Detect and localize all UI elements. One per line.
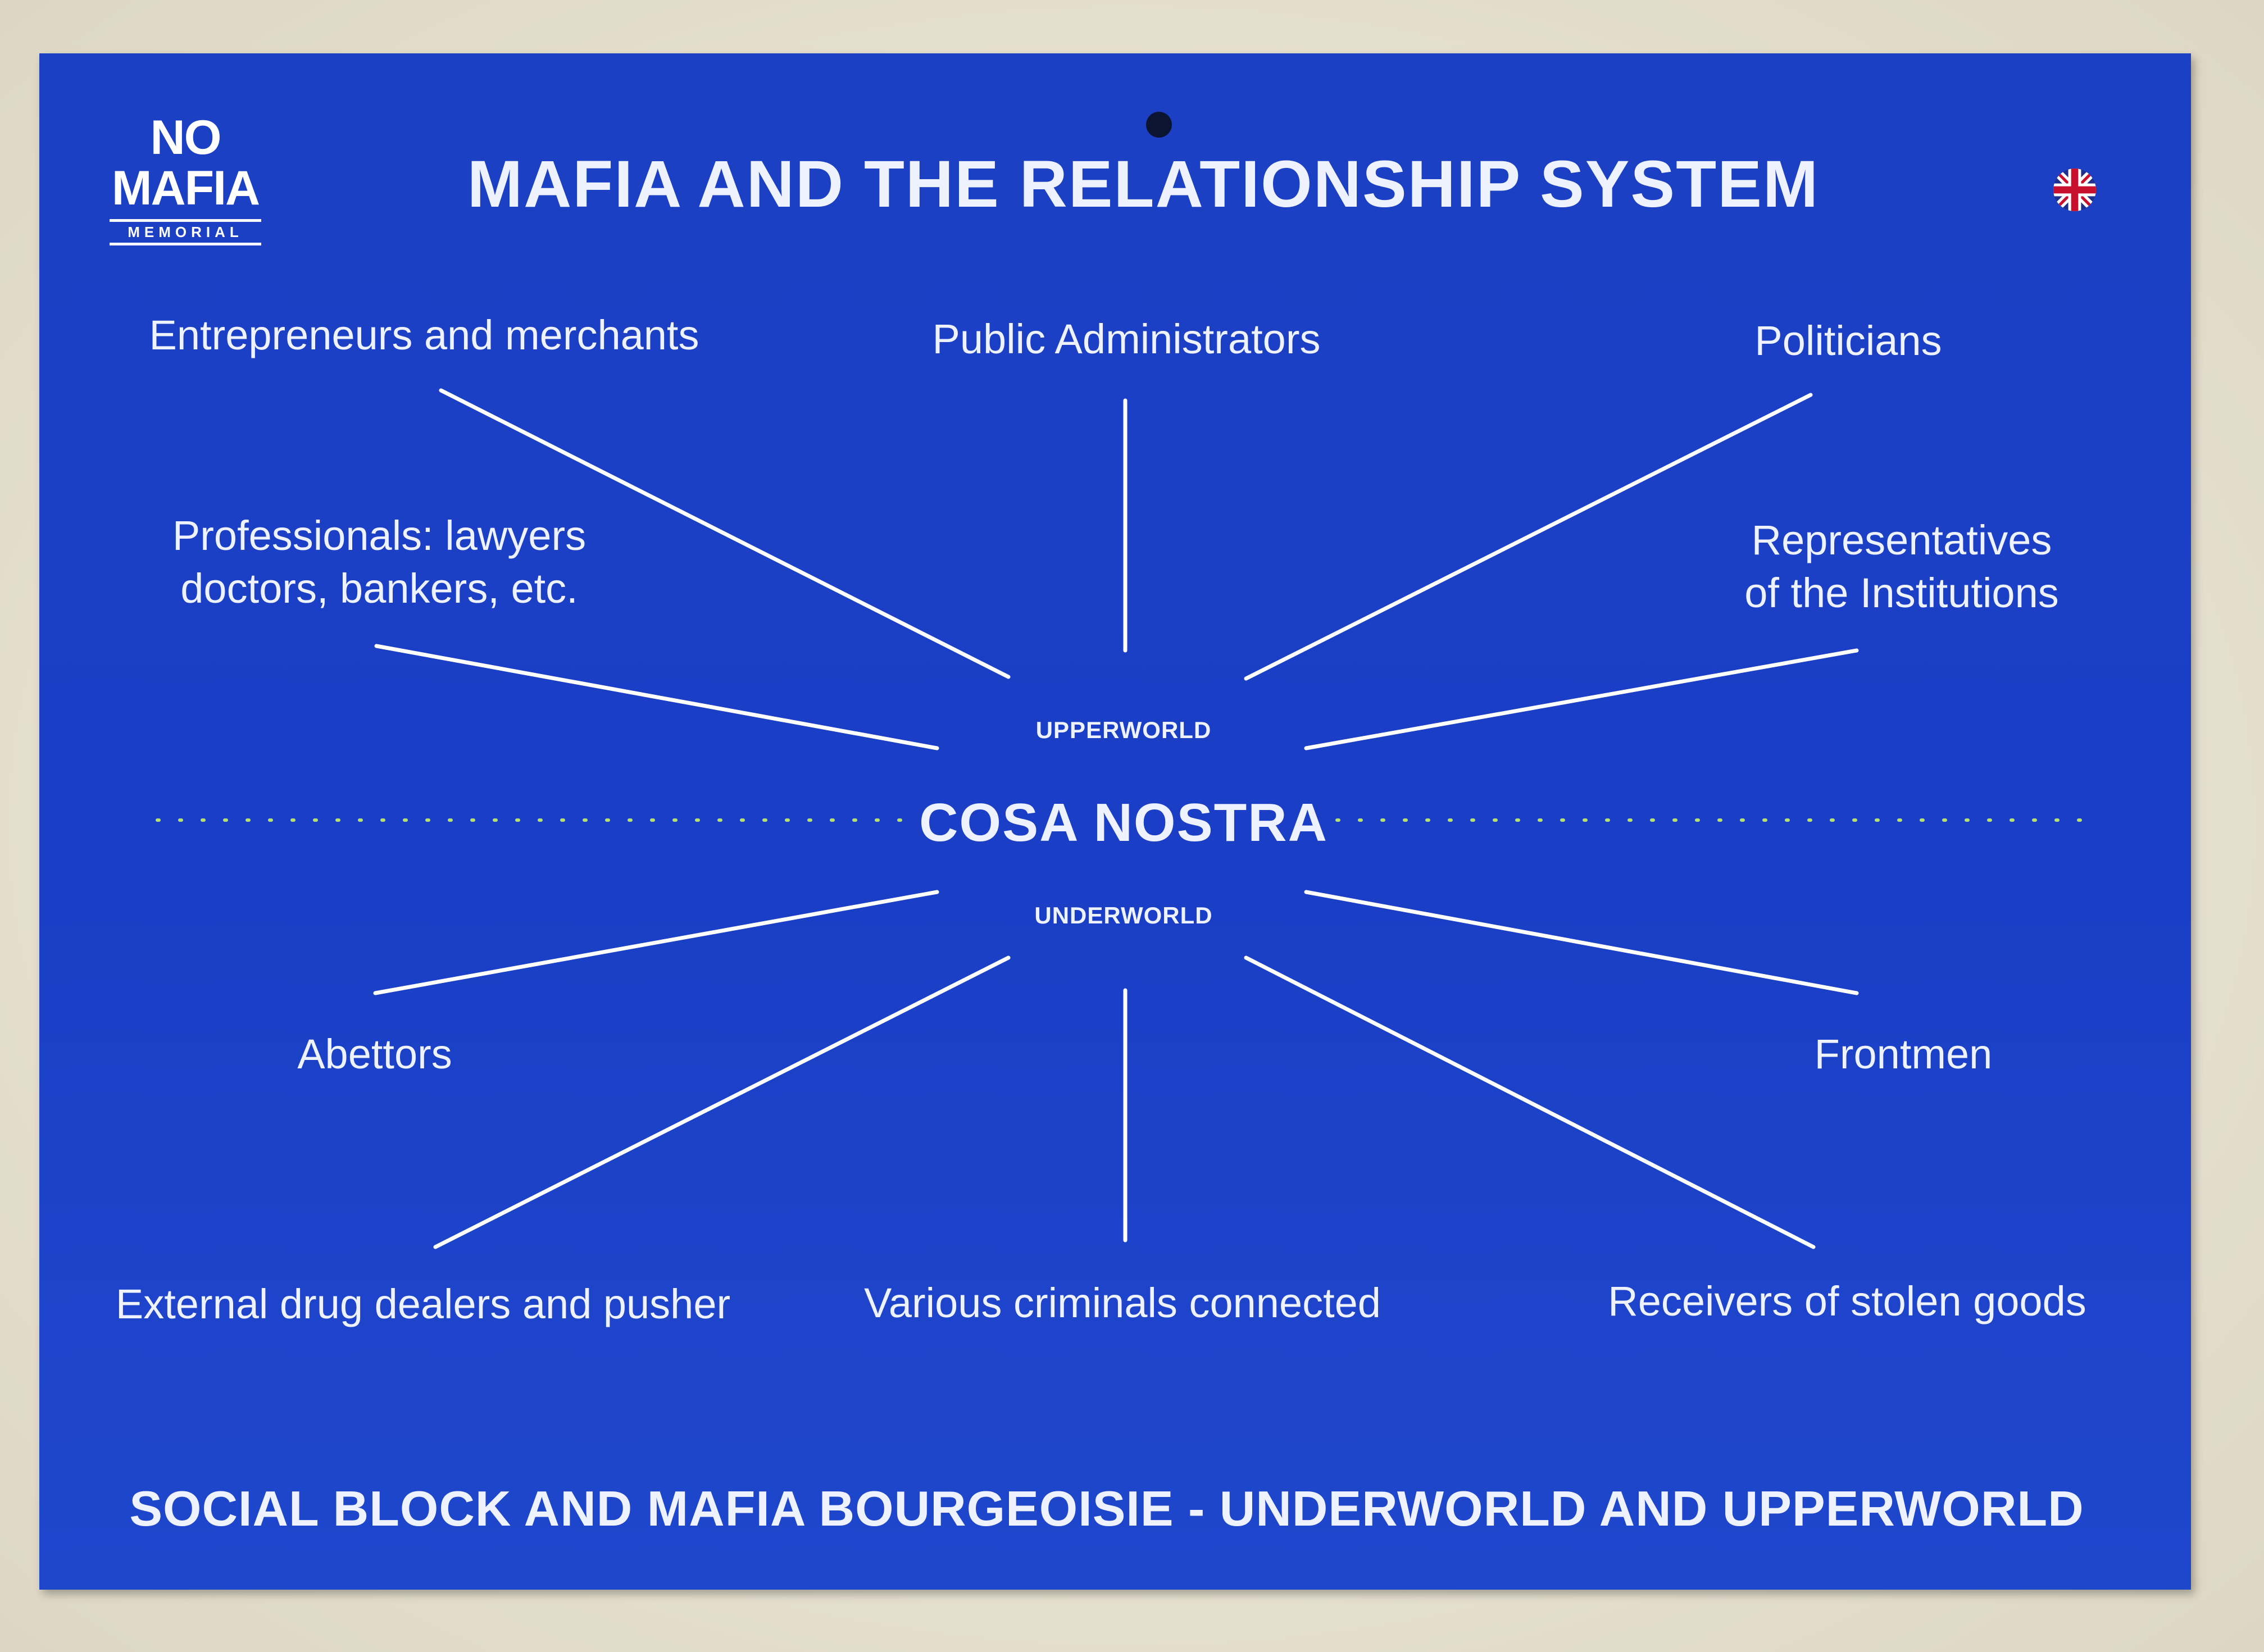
label-upperworld: UPPERWORLD (1035, 717, 1212, 743)
node-various-criminals: Various criminals connected (864, 1280, 1381, 1326)
connector-abettors (373, 890, 939, 995)
mounting-pin (1146, 112, 1172, 138)
connector-drug-dealers (433, 955, 1011, 1249)
footer-caption: SOCIAL BLOCK AND MAFIA BOURGEOISIE - UND… (129, 1481, 2084, 1536)
connector-receivers (1244, 955, 1816, 1249)
node-abettors: Abettors (297, 1031, 452, 1077)
connector-politicians (1244, 393, 1813, 681)
node-receivers: Receivers of stolen goods (1608, 1278, 2086, 1325)
no-mafia-memorial-logo: NO MAFIA MEMORIAL (110, 112, 261, 245)
node-representatives-line2: of the Institutions (1744, 570, 2059, 616)
connector-frontmen (1304, 890, 1859, 995)
label-cosa-nostra: COSA NOSTRA (919, 793, 1328, 853)
page-title: MAFIA AND THE RELATIONSHIP SYSTEM (467, 147, 1820, 221)
node-professionals-line1: Professionals: lawyers (172, 512, 587, 559)
node-public-administrators: Public Administrators (932, 316, 1321, 362)
logo-line-memorial: MEMORIAL (110, 219, 261, 245)
sign-board: NO MAFIA MEMORIAL MAFIA AND THE RELATION… (39, 53, 2191, 1590)
logo-line-no: NO (150, 111, 222, 165)
relationship-diagram (156, 388, 2097, 1249)
logo-line-mafia: MAFIA (111, 161, 260, 215)
node-drug-dealers: External drug dealers and pusher (115, 1281, 731, 1327)
node-professionals: Professionals: lawyers doctors, bankers,… (172, 509, 586, 615)
node-frontmen: Frontmen (1814, 1031, 1993, 1077)
label-underworld: UNDERWORLD (1034, 902, 1213, 929)
node-representatives: Representatives of the Institutions (1744, 514, 2058, 620)
connector-representatives (1304, 648, 1859, 750)
connector-professionals (374, 644, 939, 750)
node-representatives-line1: Representatives (1751, 517, 2052, 563)
connector-entrepreneurs (439, 388, 1011, 679)
union-jack-flag-icon (2053, 169, 2096, 211)
node-professionals-line2: doctors, bankers, etc. (180, 565, 578, 612)
node-entrepreneurs: Entrepreneurs and merchants (149, 312, 699, 358)
node-politicians: Politicians (1754, 317, 1942, 364)
